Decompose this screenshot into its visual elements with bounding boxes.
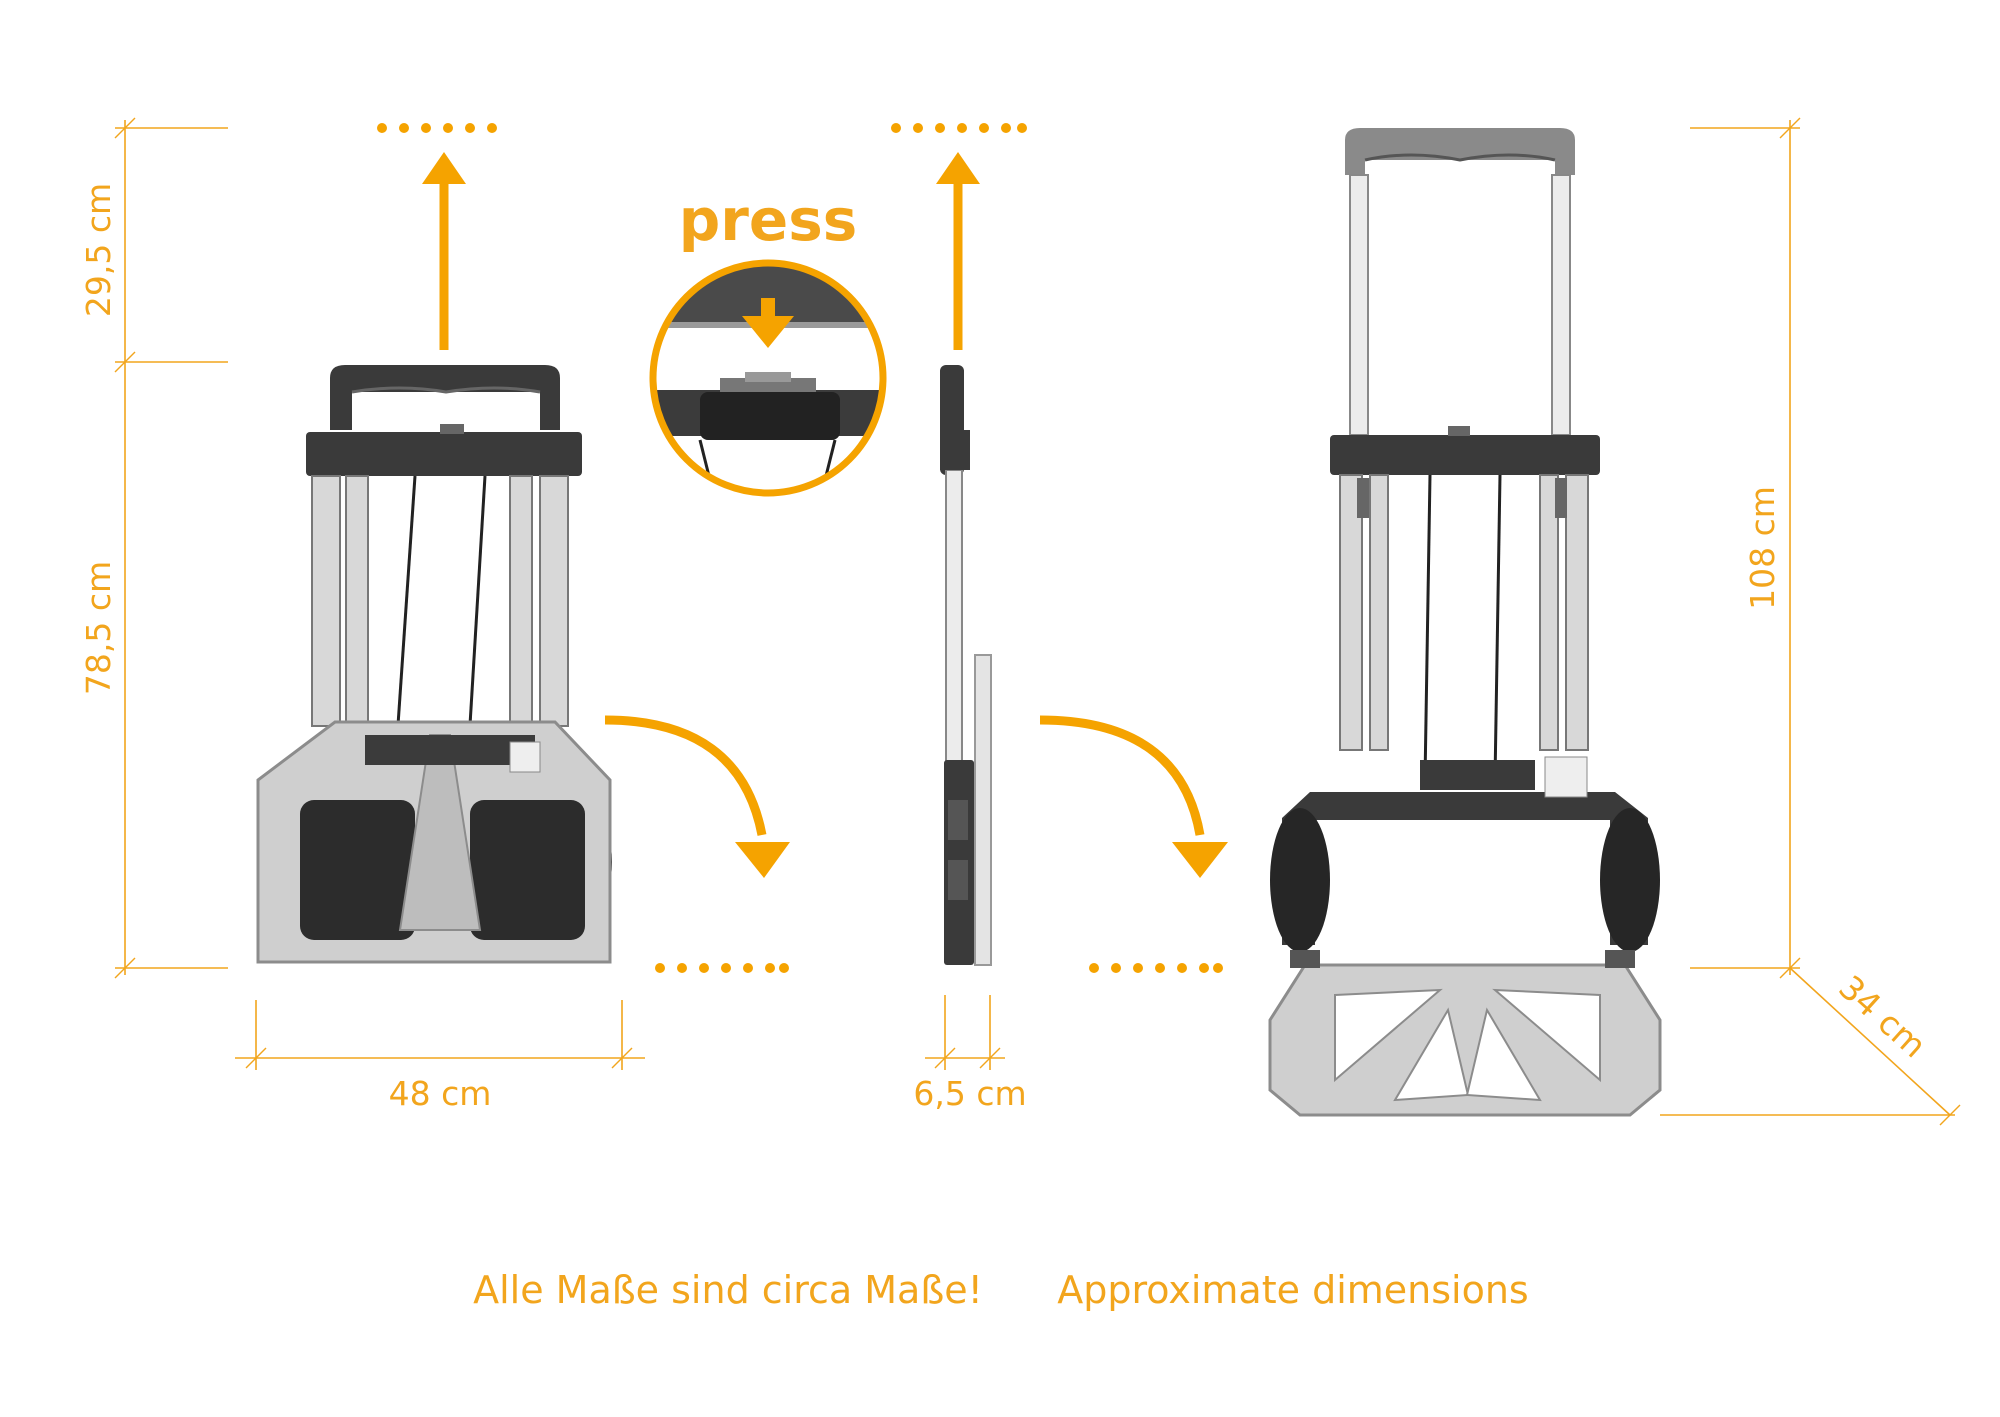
trolley-folded-side <box>940 365 992 966</box>
arrow-up-icon <box>936 152 980 350</box>
magnifier-circle-icon <box>649 259 887 497</box>
dotted-guide-bottom-left <box>655 963 789 973</box>
depth-open-label: 34 cm <box>1831 968 1933 1066</box>
handle-extension-label: 29,5 cm <box>79 183 118 317</box>
dotted-guides <box>377 123 1223 973</box>
dotted-guide-top-left <box>377 123 497 133</box>
trolley-extended-open <box>1268 128 1662 1117</box>
extended-height-label: 108 cm <box>1743 486 1782 610</box>
press-label: press <box>679 186 858 254</box>
curved-arrow-down-icon <box>1039 715 1228 878</box>
width-label: 48 cm <box>389 1074 492 1113</box>
curved-arrow-down-icon <box>604 715 790 878</box>
footer-english-note: Approximate dimensions <box>1057 1268 1528 1312</box>
dotted-guide-top-middle <box>891 123 1027 133</box>
arrow-up-icon <box>422 152 466 350</box>
trolley-folded-front <box>256 365 612 964</box>
arrow-down-icon <box>742 298 794 348</box>
dimension-lines <box>114 117 1961 1126</box>
folded-height-label: 78,5 cm <box>79 561 118 695</box>
depth-folded-label: 6,5 cm <box>913 1074 1026 1113</box>
footer-german-note: Alle Maße sind circa Maße! <box>473 1268 983 1312</box>
dotted-guide-bottom-middle <box>1089 963 1223 973</box>
